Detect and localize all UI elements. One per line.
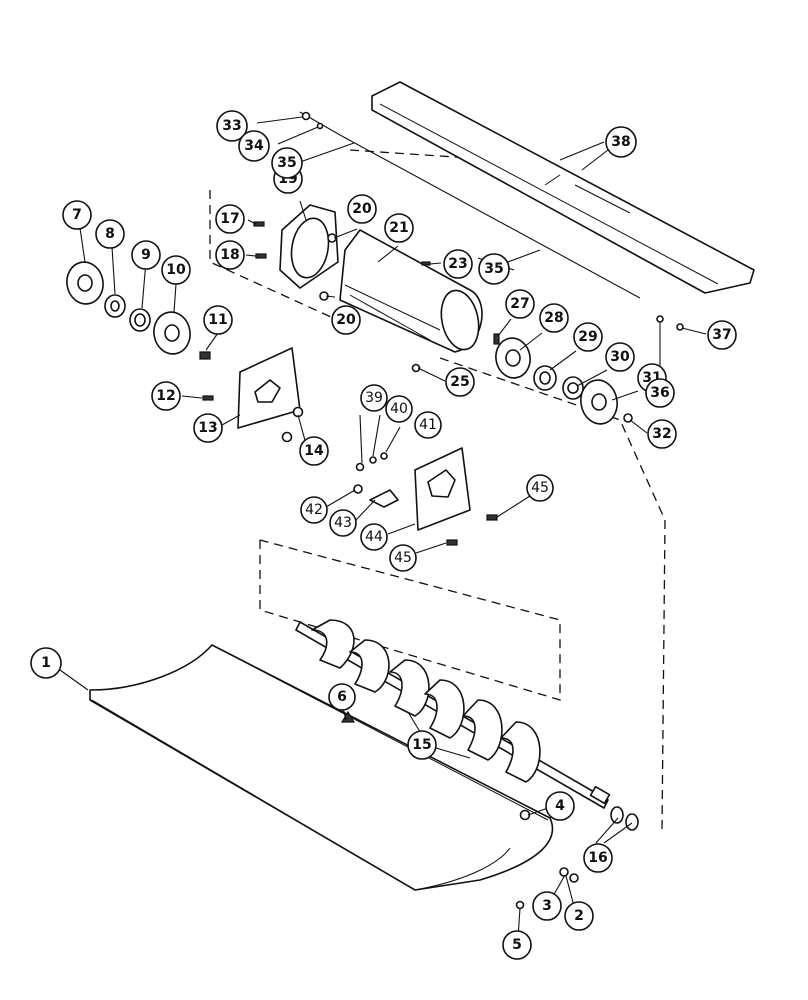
svg-text:35: 35 <box>484 261 503 277</box>
svg-text:44: 44 <box>365 529 383 545</box>
svg-text:40: 40 <box>390 401 408 417</box>
svg-text:37: 37 <box>712 327 731 343</box>
svg-text:45: 45 <box>394 550 412 566</box>
svg-text:13: 13 <box>198 420 217 436</box>
svg-text:32: 32 <box>652 426 671 442</box>
flange-left <box>279 204 339 289</box>
callout-45-bottom: 45 <box>389 544 417 572</box>
callout-7: 7 <box>62 200 92 230</box>
callout-42: 42 <box>300 496 328 524</box>
callout-27: 27 <box>505 289 535 319</box>
svg-text:6: 6 <box>337 689 347 705</box>
svg-text:28: 28 <box>544 310 563 326</box>
svg-text:5: 5 <box>512 937 522 953</box>
svg-text:2: 2 <box>574 908 584 924</box>
callout-28: 28 <box>539 303 569 333</box>
svg-text:16: 16 <box>588 850 607 866</box>
callout-35-top: 35 <box>271 147 303 179</box>
svg-text:30: 30 <box>610 349 630 365</box>
svg-text:23: 23 <box>448 256 467 272</box>
svg-text:21: 21 <box>389 220 408 236</box>
svg-text:11: 11 <box>208 312 227 328</box>
callout-13: 13 <box>193 413 223 443</box>
callout-5: 5 <box>502 930 532 960</box>
auger <box>295 619 611 809</box>
bearing-plate-44 <box>353 447 498 546</box>
callout-8: 8 <box>95 219 125 249</box>
svg-text:42: 42 <box>305 502 323 518</box>
callouts: 1 2 3 4 5 6 7 8 9 10 11 12 13 14 15 16 1… <box>30 110 737 960</box>
tube <box>339 229 483 353</box>
svg-text:27: 27 <box>510 296 529 312</box>
callout-37: 37 <box>707 320 737 350</box>
trough <box>89 644 554 891</box>
callout-35-bottom: 35 <box>478 253 510 285</box>
svg-text:18: 18 <box>220 247 239 263</box>
callout-39: 39 <box>360 384 388 412</box>
callout-43: 43 <box>329 509 357 537</box>
callout-30: 30 <box>605 342 635 372</box>
svg-text:10: 10 <box>166 262 186 278</box>
callout-36: 36 <box>645 378 675 408</box>
callout-23: 23 <box>443 249 473 279</box>
callout-2: 2 <box>564 901 594 931</box>
svg-text:33: 33 <box>222 118 241 134</box>
callout-45-top: 45 <box>526 474 554 502</box>
left-bearing-stack <box>66 261 191 355</box>
callout-6: 6 <box>328 683 356 711</box>
callout-38: 38 <box>605 126 637 158</box>
svg-text:34: 34 <box>244 138 264 154</box>
svg-text:3: 3 <box>542 898 552 914</box>
svg-text:15: 15 <box>412 737 431 753</box>
svg-text:25: 25 <box>450 374 469 390</box>
svg-text:41: 41 <box>419 417 437 433</box>
callout-25: 25 <box>445 367 475 397</box>
callout-34: 34 <box>238 130 270 162</box>
flange-bolts <box>253 221 431 373</box>
svg-text:38: 38 <box>611 134 630 150</box>
svg-text:8: 8 <box>105 226 115 242</box>
svg-text:14: 14 <box>304 443 324 459</box>
callout-16: 16 <box>583 843 613 873</box>
svg-text:4: 4 <box>555 798 565 814</box>
svg-text:39: 39 <box>365 390 383 406</box>
callout-12: 12 <box>151 381 181 411</box>
callout-11: 11 <box>203 305 233 335</box>
callout-20-bottom: 20 <box>331 305 361 335</box>
svg-text:36: 36 <box>650 385 669 401</box>
svg-text:45: 45 <box>531 480 549 496</box>
svg-text:7: 7 <box>72 207 82 223</box>
callout-41: 41 <box>414 411 442 439</box>
svg-text:20: 20 <box>336 312 356 328</box>
callout-14: 14 <box>299 436 329 466</box>
svg-text:12: 12 <box>156 388 175 404</box>
cover-plate <box>371 81 755 294</box>
callout-29: 29 <box>573 322 603 352</box>
svg-text:35: 35 <box>277 155 296 171</box>
svg-text:43: 43 <box>334 515 352 531</box>
right-bearing-stack <box>301 111 684 425</box>
callout-1: 1 <box>30 647 62 679</box>
svg-text:17: 17 <box>220 211 239 227</box>
callout-21: 21 <box>384 213 414 243</box>
svg-text:20: 20 <box>352 201 372 217</box>
callout-3: 3 <box>532 891 562 921</box>
callout-15: 15 <box>407 730 437 760</box>
callout-20-top: 20 <box>347 194 377 224</box>
callout-18: 18 <box>215 240 245 270</box>
callout-4: 4 <box>545 791 575 821</box>
callout-44: 44 <box>360 523 388 551</box>
svg-text:29: 29 <box>578 329 597 345</box>
callout-10: 10 <box>161 255 191 285</box>
svg-text:9: 9 <box>141 247 151 263</box>
callout-32: 32 <box>647 419 677 449</box>
callout-33: 33 <box>216 110 248 142</box>
svg-text:1: 1 <box>41 655 51 671</box>
callout-17: 17 <box>215 204 245 234</box>
callout-9: 9 <box>131 240 161 270</box>
callout-40: 40 <box>385 395 413 423</box>
